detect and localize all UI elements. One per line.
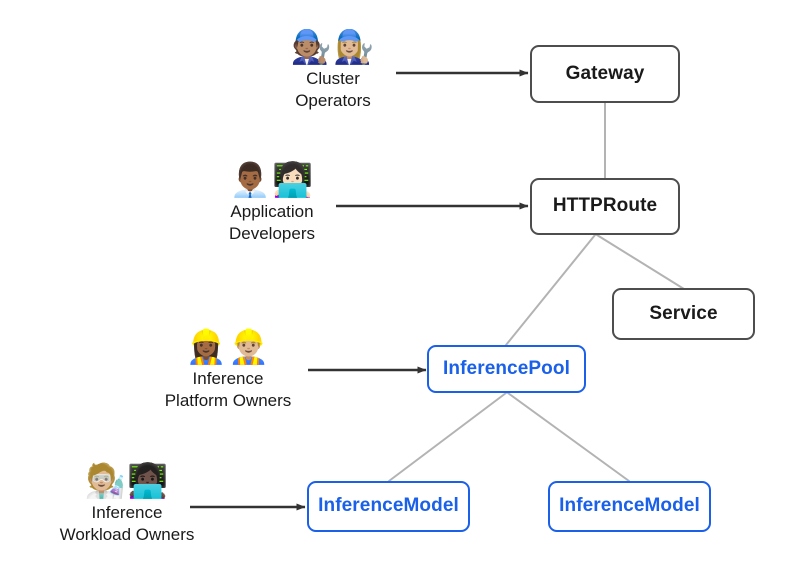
persona-caption-line-2: Workload Owners <box>59 524 195 544</box>
node-inferencemodel-1-label: InferenceModel <box>318 495 459 517</box>
persona-application-developers-caption: Application Developers <box>229 201 315 245</box>
node-gateway-label: Gateway <box>565 62 645 84</box>
edge-inferencepool-inferencemodel2 <box>507 392 630 482</box>
node-inferencepool[interactable]: InferencePool <box>427 345 586 393</box>
node-httproute[interactable]: HTTPRoute <box>530 178 680 235</box>
mechanic-emoji-pair: 🧑🏽‍🔧👩🏼‍🔧 <box>290 27 376 66</box>
persona-inference-workload-owners: 🧑🏼‍🔬👩🏿‍💻 Inference Workload Owners <box>12 464 242 546</box>
node-service[interactable]: Service <box>612 288 755 340</box>
persona-inference-platform-owners-caption: Inference Platform Owners <box>165 368 292 412</box>
persona-caption-line-1: Application <box>230 202 314 221</box>
node-inferencemodel-2[interactable]: InferenceModel <box>548 481 711 532</box>
scientist-and-technologist-emoji-pair: 🧑🏼‍🔬👩🏿‍💻 <box>84 461 170 500</box>
edge-httproute-inferencepool <box>505 234 596 346</box>
node-httproute-label: HTTPRoute <box>552 195 658 217</box>
persona-caption-line-2: Platform Owners <box>164 390 292 410</box>
persona-cluster-operators: 🧑🏽‍🔧👩🏼‍🔧 Cluster Operators <box>218 30 448 112</box>
node-inferencemodel-1[interactable]: InferenceModel <box>307 481 470 532</box>
node-gateway[interactable]: Gateway <box>530 45 680 103</box>
edge-httproute-service <box>596 234 685 290</box>
office-worker-and-technologist-emoji-pair: 👨🏾‍💼👩🏻‍💻 <box>229 160 315 199</box>
persona-caption-line-1: Cluster <box>306 69 360 88</box>
persona-inference-workload-owners-caption: Inference Workload Owners <box>60 502 195 546</box>
persona-inference-platform-owners: 👷🏾‍♀️👷🏼‍♂️ Inference Platform Owners <box>113 330 343 412</box>
node-inferencepool-label: InferencePool <box>443 357 570 379</box>
node-inferencemodel-2-label: InferenceModel <box>559 495 700 517</box>
persona-application-developers: 👨🏾‍💼👩🏻‍💻 Application Developers <box>157 163 387 245</box>
persona-caption-line-1: Inference <box>192 369 264 388</box>
edge-inferencepool-inferencemodel1 <box>388 392 507 482</box>
persona-caption-line-1: Inference <box>91 503 163 522</box>
persona-caption-line-2: Operators <box>295 90 371 110</box>
persona-cluster-operators-caption: Cluster Operators <box>295 68 371 112</box>
persona-caption-line-2: Developers <box>229 223 315 243</box>
node-service-label: Service <box>649 302 718 324</box>
construction-worker-emoji-pair: 👷🏾‍♀️👷🏼‍♂️ <box>185 327 271 366</box>
